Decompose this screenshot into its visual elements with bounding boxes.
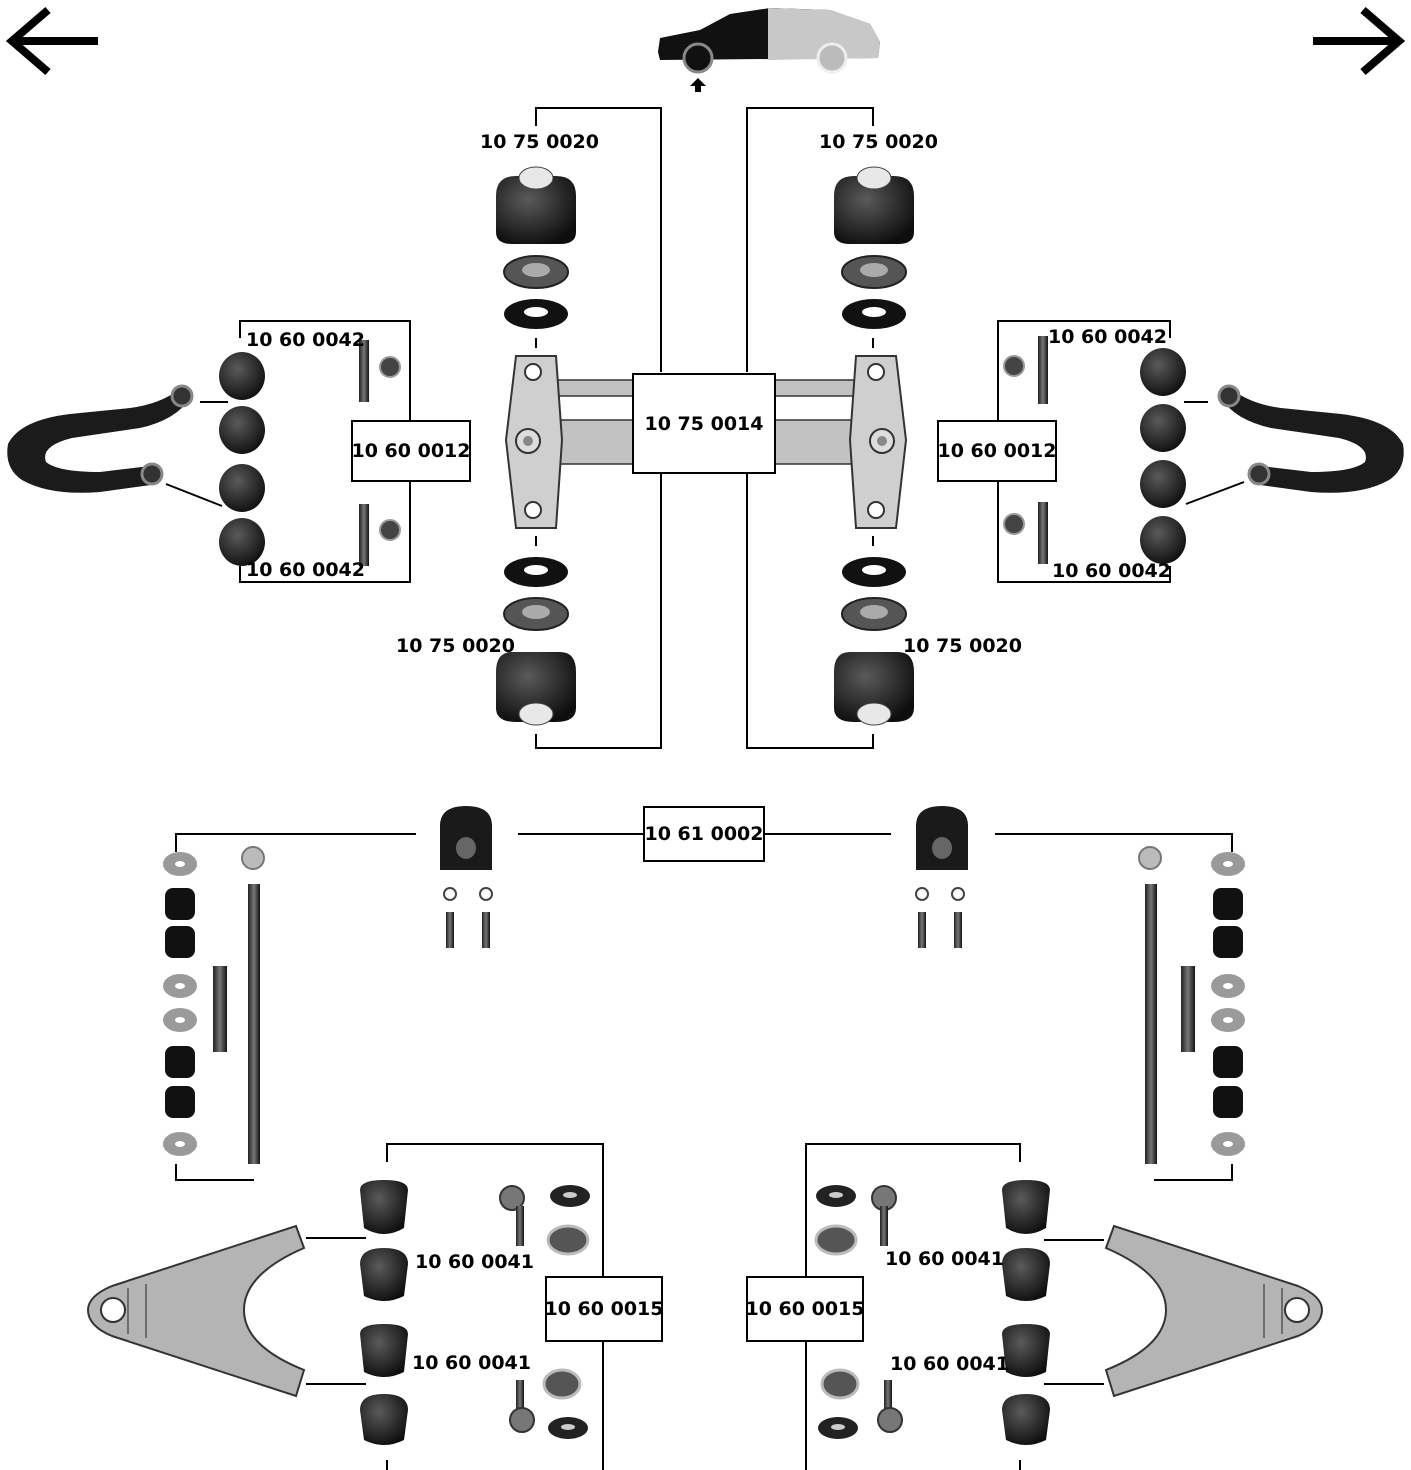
stabilizer-link-left [163,846,265,1164]
lower-control-arm-right [1104,1224,1324,1398]
part-box-upper-arm-kit[interactable]: 10 60 0012 [937,420,1057,482]
part-label-subframe-mount: 10 75 0020 [819,131,938,153]
part-box-lower-arm-kit[interactable]: 10 60 0015 [545,1276,664,1342]
part-label-upper-arm-bushing: 10 60 0042 [246,329,365,351]
lower-arm-bushings-right [814,1180,1050,1445]
part-box-lower-arm-kit[interactable]: 10 60 0015 [746,1276,865,1342]
subframe-mount-top-left [496,166,576,329]
part-box-upper-arm-kit[interactable]: 10 60 0012 [351,420,471,482]
part-label-lower-arm-bushing: 10 60 0041 [890,1353,1009,1375]
car-front-axle-icon [658,8,880,92]
part-box-stabilizer-kit[interactable]: 10 61 0002 [643,806,765,862]
arrow-left-icon[interactable] [5,6,98,76]
stabilizer-bracket-right [915,806,968,948]
part-label-upper-arm-bushing: 10 60 0042 [1052,560,1171,582]
subframe-mount-bottom-right [834,557,914,726]
part-label-upper-arm-bushing: 10 60 0042 [1048,326,1167,348]
arrow-right-icon[interactable] [1313,6,1406,76]
upper-control-arm-left [7,384,194,493]
part-label-subframe-mount: 10 75 0020 [903,635,1022,657]
part-label-lower-arm-bushing: 10 60 0041 [415,1251,534,1273]
lower-control-arm-left [86,1224,306,1398]
lower-arm-bushings-left [360,1180,590,1445]
part-box-subframe-kit[interactable]: 10 75 0014 [632,373,776,474]
subframe-mount-bottom-left [496,557,576,726]
upper-arm-bushings-left [219,340,401,566]
part-label-upper-arm-bushing: 10 60 0042 [246,559,365,581]
subframe-mount-top-right [834,166,914,329]
part-label-lower-arm-bushing: 10 60 0041 [885,1248,1004,1270]
stabilizer-bracket-left [440,806,493,948]
stabilizer-link-right [1138,846,1245,1164]
part-label-subframe-mount: 10 75 0020 [480,131,599,153]
part-label-subframe-mount: 10 75 0020 [396,635,515,657]
upper-control-arm-right [1217,384,1404,493]
part-label-lower-arm-bushing: 10 60 0041 [412,1352,531,1374]
upper-arm-bushings-right [1003,336,1186,564]
